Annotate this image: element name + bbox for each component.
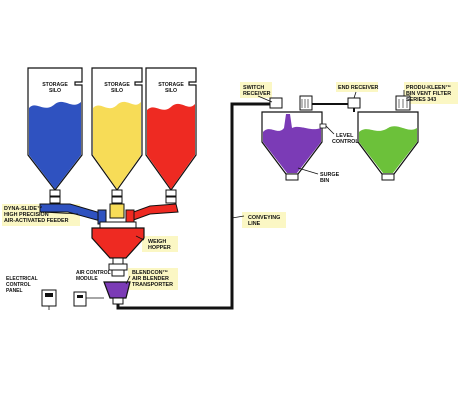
air-control-label-1: AIR CONTROL <box>76 270 111 276</box>
electrical-control-panel <box>41 289 57 310</box>
filter-label-1: PRODU-KLEEN™ <box>406 85 451 91</box>
end-bin <box>347 95 419 181</box>
blender-label-3: TRANSPORTER <box>132 282 173 288</box>
weigh-hopper <box>91 221 145 265</box>
electrical-label-3: PANEL <box>6 288 23 294</box>
conveying-line <box>116 102 280 310</box>
blender-label-1: BLENDCON™ <box>132 270 168 276</box>
feeder-yellow <box>109 196 125 219</box>
switch-receiver-label-2: RECEIVER <box>243 91 271 97</box>
feeder-label-3: AIR-ACTIVATED FEEDER <box>4 218 69 224</box>
end-receiver-callout-bg <box>336 82 378 92</box>
switch-receiver-callout-bg <box>240 82 272 98</box>
switch-leader <box>257 95 273 103</box>
silo-blue-label-2: SILO <box>49 88 61 94</box>
blender-leader <box>125 275 131 285</box>
silo-yellow: STORAGE SILO <box>91 67 143 197</box>
filter-callout-bg <box>404 82 458 104</box>
conveying-leader <box>231 215 245 219</box>
feeder-label-1: DYNA-SLIDE™ <box>4 206 42 212</box>
weigh-hopper-label-2: HOPPER <box>148 245 171 251</box>
end-leader <box>353 91 357 99</box>
silo-yellow-label-2: SILO <box>111 88 123 94</box>
silo-yellow-label-1: STORAGE <box>104 82 130 88</box>
conveying-callout-bg <box>242 212 286 228</box>
feeder-red <box>125 196 179 225</box>
feeder-label-2: HIGH PRECISION <box>4 212 49 218</box>
weigh-leader <box>135 235 145 241</box>
weigh-hopper-label-1: WEIGH <box>148 239 166 245</box>
level-control-label-1: LEVEL <box>336 133 354 139</box>
silo-red-label-1: STORAGE <box>158 82 184 88</box>
blender-transporter <box>103 263 131 305</box>
silo-red-label-2: SILO <box>165 88 177 94</box>
conveying-label-2: LINE <box>248 221 261 227</box>
feeder-leader <box>39 211 79 215</box>
electrical-label-1: ELECTRICAL <box>6 276 38 282</box>
blender-callout-bg <box>128 268 178 290</box>
silo-blue-label-1: STORAGE <box>42 82 68 88</box>
filter-label-3: SERIES 343 <box>406 97 436 103</box>
conveying-label-1: CONVEYING <box>248 215 280 221</box>
end-receiver-label: END RECEIVER <box>338 85 379 91</box>
electrical-label-2: CONTROL <box>6 282 31 288</box>
switch-receiver-label-1: SWITCH <box>243 85 264 91</box>
silo-blue: STORAGE SILO <box>27 67 83 197</box>
surge-bin-label-2: BIN <box>320 178 329 184</box>
weigh-hopper-callout-bg <box>142 236 178 252</box>
silo-red: STORAGE SILO <box>145 67 197 197</box>
air-control-module <box>73 291 104 307</box>
surge-bin-label-1: SURGE <box>320 172 340 178</box>
blender-label-2: AIR BLENDER <box>132 276 169 282</box>
filter-label-2: BIN VENT FILTER <box>406 91 451 97</box>
air-control-label-2: MODULE <box>76 276 98 282</box>
level-control-label-2: CONTROL <box>332 139 359 145</box>
surge-bin <box>261 95 335 181</box>
